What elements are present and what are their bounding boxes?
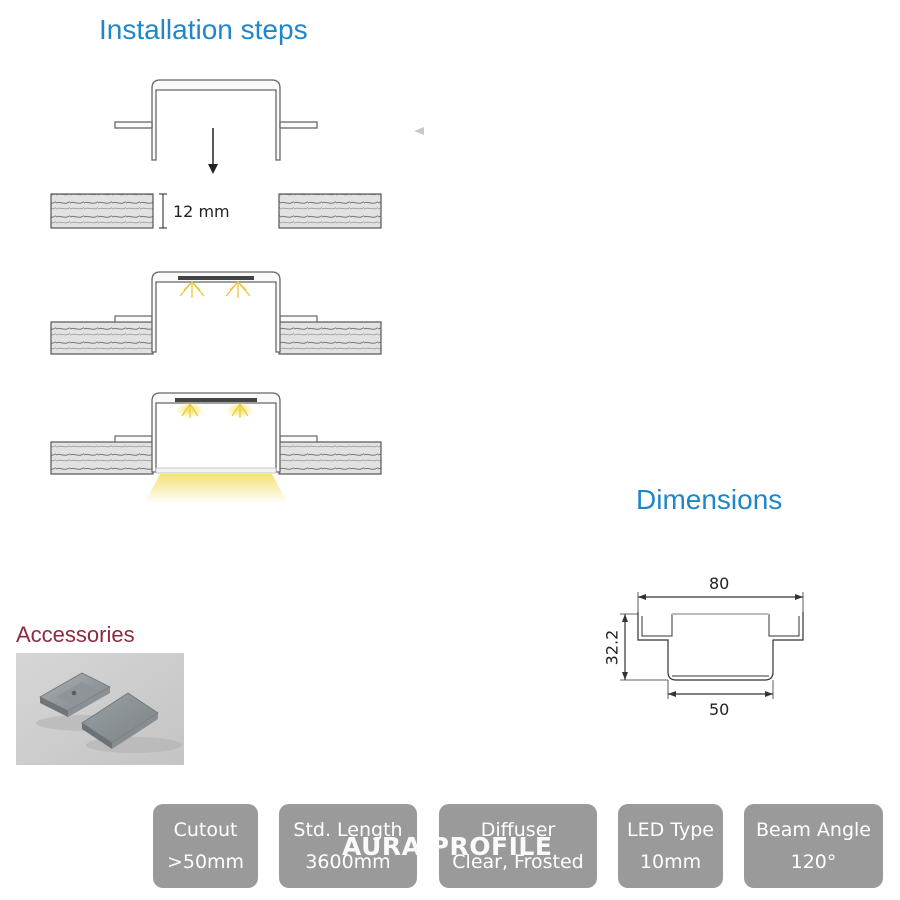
- installation-diagram: [50, 79, 424, 504]
- step-3-installed: [50, 271, 382, 355]
- dimensions-drawing: [620, 592, 804, 699]
- spec-label: LED Type: [627, 819, 714, 841]
- stray-mark: [414, 127, 424, 135]
- spec-badge-length: Std. Length 3600mm: [279, 804, 417, 888]
- spec-label: Diffuser: [480, 819, 556, 841]
- installation-steps-title: Installation steps: [99, 14, 308, 45]
- step-4-lit: [50, 392, 382, 504]
- dimension-width-outer: 80: [709, 574, 730, 593]
- spec-badge-beam-angle: Beam Angle 120°: [744, 804, 883, 888]
- spec-value: Clear, Frosted: [452, 851, 584, 873]
- accessories-title: Accessories: [16, 622, 135, 647]
- dimensions-title: Dimensions: [636, 484, 783, 515]
- spec-value: >50mm: [166, 851, 245, 873]
- spec-label: Cutout: [173, 819, 238, 841]
- arrow-head: [208, 164, 218, 174]
- dimension-height: 32.2: [602, 629, 622, 666]
- spec-label: Beam Angle: [756, 819, 871, 841]
- dimension-width-inner: 50: [709, 700, 730, 719]
- spec-badge-diffuser: Diffuser Clear, Frosted: [439, 804, 597, 888]
- spec-label: Std. Length: [293, 819, 403, 841]
- spec-value: 120°: [790, 851, 837, 873]
- cutout-depth-label: 12 mm: [173, 202, 230, 221]
- step-1-profile: [114, 79, 318, 161]
- step-2-ceiling: [50, 193, 382, 229]
- spec-badge-cutout: Cutout >50mm: [153, 804, 258, 888]
- end-cap-photo: [16, 653, 184, 765]
- spec-value: 3600mm: [305, 851, 391, 873]
- spec-value: 10mm: [639, 851, 702, 873]
- spec-badge-led-type: LED Type 10mm: [618, 804, 723, 888]
- brand-watermark: AURA PROFILE: [342, 832, 553, 861]
